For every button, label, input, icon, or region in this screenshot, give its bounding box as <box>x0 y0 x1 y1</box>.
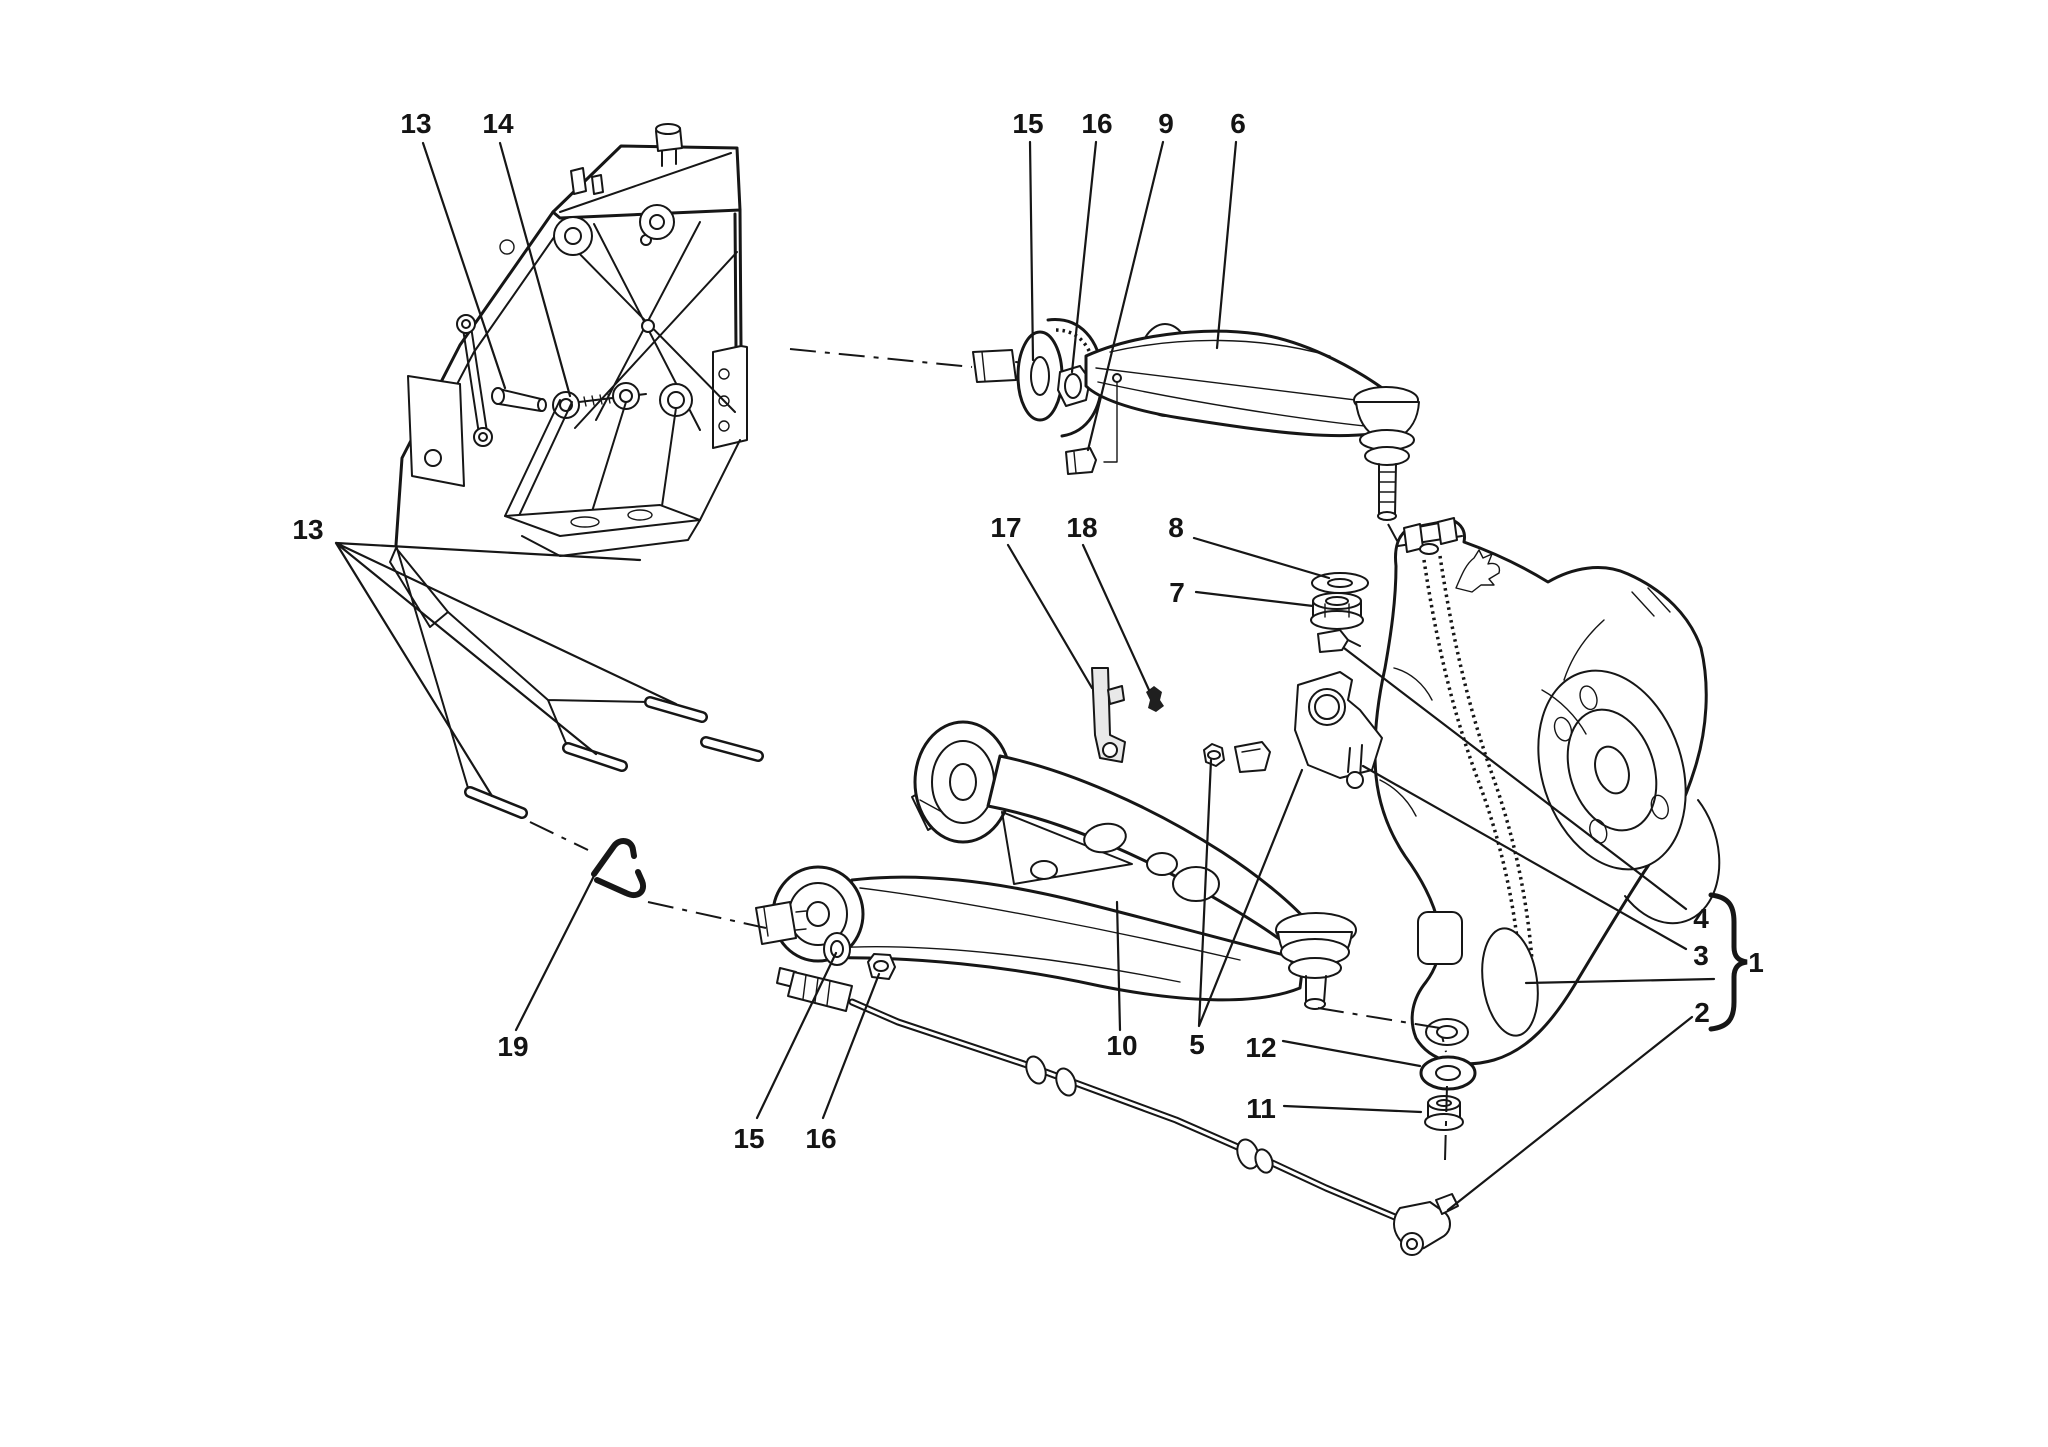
mounting-stud-13 <box>491 387 547 412</box>
callout-18: 18 <box>1066 512 1097 543</box>
leader-12 <box>1281 1039 1422 1068</box>
leader-13-top <box>421 141 507 390</box>
leader-14 <box>498 141 572 398</box>
callout-16: 16 <box>1081 108 1112 139</box>
callout-9: 9 <box>1158 108 1174 139</box>
bolt-9 <box>1065 447 1097 475</box>
callout-6: 6 <box>1230 108 1246 139</box>
group-brace-1 <box>1708 892 1748 1032</box>
callout-15: 15 <box>733 1123 764 1154</box>
wheel-hub <box>1537 669 1687 871</box>
nut-7 <box>1310 592 1364 630</box>
upper-arm-axis-line <box>789 348 973 368</box>
leader-16-top <box>1070 140 1098 374</box>
nut-16-bottom <box>867 953 896 980</box>
lower-control-arm-drawing <box>755 720 1357 1012</box>
callout-11: 11 <box>1246 1093 1276 1124</box>
leader-16-bottom <box>821 972 881 1120</box>
upper-arm-washer-15 <box>1016 330 1064 422</box>
callout-19: 19 <box>497 1031 528 1062</box>
callout-8: 8 <box>1168 512 1184 543</box>
leader-3 <box>1361 764 1688 951</box>
callout-1: 1 <box>1748 947 1764 978</box>
callout-10: 10 <box>1106 1030 1137 1061</box>
subframe-studs <box>464 696 764 819</box>
axis-lines <box>529 821 1448 1161</box>
leader-5 <box>1197 758 1304 1028</box>
callout-5: 5 <box>1189 1029 1205 1060</box>
leader-17 <box>1006 543 1094 690</box>
callout-13: 13 <box>292 514 323 545</box>
bracket-17 <box>1091 667 1126 763</box>
leader-4 <box>1342 646 1688 911</box>
leader-18 <box>1081 543 1151 692</box>
lower-arm-rear-bushing <box>911 720 1013 844</box>
cable-end-fitting <box>1393 1193 1459 1256</box>
leader-2 <box>1446 1015 1694 1212</box>
abs-sensor <box>776 967 853 1012</box>
leader-11 <box>1282 1104 1423 1114</box>
sensor-bracket-5 <box>1203 671 1383 789</box>
callout-14: 14 <box>482 108 514 139</box>
upper-control-arm-drawing <box>789 318 1420 549</box>
leader-19 <box>514 866 600 1032</box>
nut-11 <box>1424 1095 1464 1131</box>
leader-7 <box>1194 590 1315 608</box>
steering-knuckle-drawing <box>1373 517 1721 1066</box>
callout-4: 4 <box>1693 903 1709 934</box>
small-parts <box>591 572 1477 1131</box>
ferrari-logo-engraving <box>1455 549 1501 593</box>
leader-6 <box>1215 140 1238 350</box>
leader-8 <box>1192 536 1331 580</box>
upper-arm-ball-joint <box>1353 386 1420 521</box>
leader-15-top <box>1028 140 1035 362</box>
leader-15-bottom <box>755 951 838 1120</box>
callout-16: 16 <box>805 1123 836 1154</box>
leader-9 <box>1086 140 1165 452</box>
washer-12 <box>1419 1055 1477 1091</box>
leader-1 <box>1524 977 1716 985</box>
callout-12: 12 <box>1245 1032 1276 1063</box>
leader-lines <box>334 140 1748 1212</box>
clip-19 <box>591 838 646 899</box>
subframe-drawing <box>389 123 764 819</box>
leader-10 <box>1115 900 1122 1032</box>
bolt-4 <box>1317 629 1361 653</box>
leader-13-left <box>334 541 678 798</box>
washer-15-bottom <box>823 932 851 966</box>
callout-7: 7 <box>1169 577 1185 608</box>
upper-arm-nut-16 <box>1057 365 1091 407</box>
callout-2: 2 <box>1694 997 1710 1028</box>
callout-13: 13 <box>400 108 431 139</box>
callout-15: 15 <box>1012 108 1043 139</box>
clip-18 <box>1146 686 1164 712</box>
lower-arm-body <box>824 754 1310 1002</box>
abs-sensor-cable-drawing <box>848 998 1459 1256</box>
callout-17: 17 <box>990 512 1021 543</box>
upper-arm-bolt <box>972 349 1017 383</box>
lower-arm-ball-joint <box>1275 912 1357 1010</box>
callout-3: 3 <box>1693 940 1709 971</box>
